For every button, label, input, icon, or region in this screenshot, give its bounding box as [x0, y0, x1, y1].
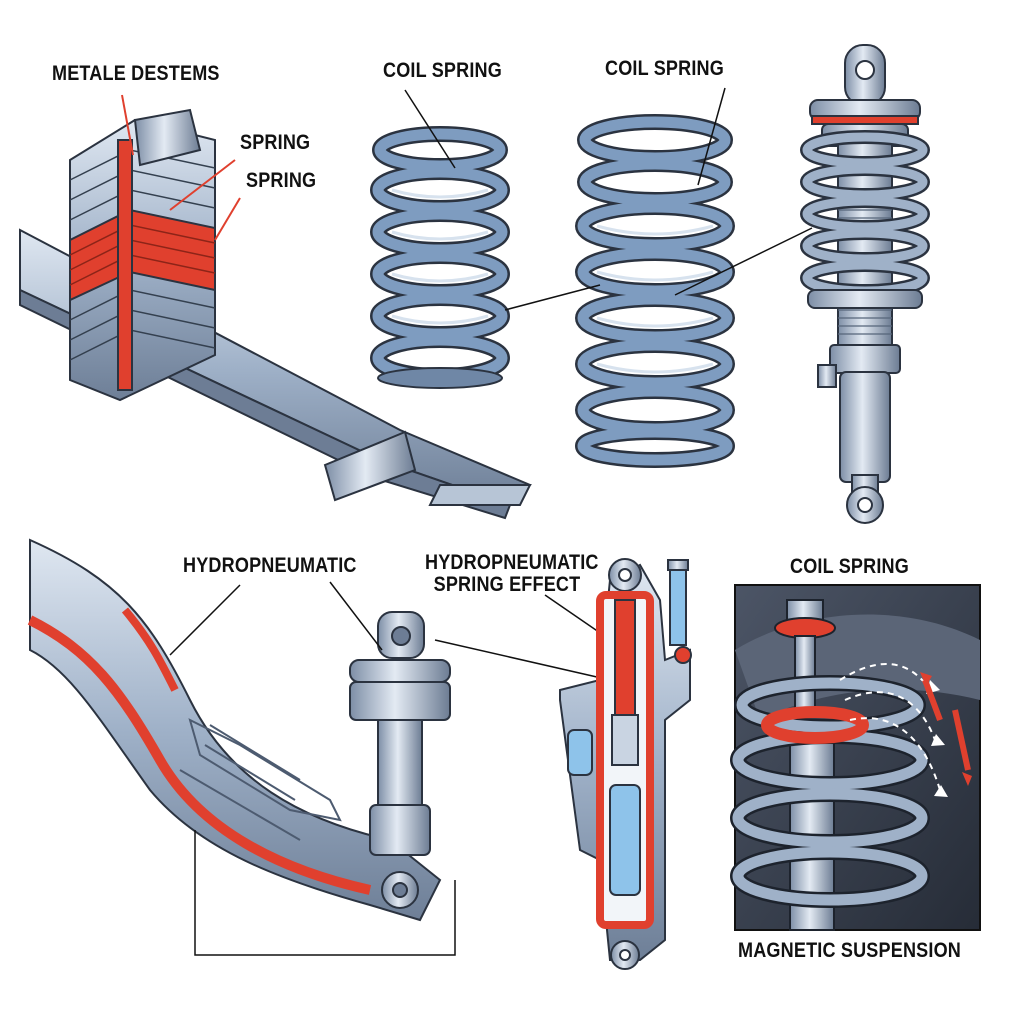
label-spring-2: SPRING — [246, 169, 317, 192]
label-coil-spring-1: COIL SPRING — [383, 59, 502, 82]
magnetic-suspension-panel — [730, 584, 981, 931]
label-spring-1: SPRING — [240, 131, 311, 154]
hydro-label-pointers — [169, 581, 626, 956]
label-coil-spring-2: COIL SPRING — [605, 57, 724, 80]
hydropneumatic-strut — [349, 611, 451, 856]
leaf-spring-stack — [19, 94, 532, 520]
label-coil-spring-3: COIL SPRING — [790, 555, 909, 578]
label-metal-systems: METALE DESTEMS — [52, 62, 220, 85]
hydropneumatic-cutaway — [559, 558, 692, 970]
control-arm — [27, 538, 442, 922]
label-hydropneumatic: HYDROPNEUMATIC — [183, 554, 357, 577]
label-hydro-effect-line2: SPRING EFFECT — [433, 573, 581, 596]
label-hydro-effect-line1: HYDROPNEUMATIC — [425, 551, 599, 574]
coil-spring-2 — [575, 114, 735, 468]
label-magnetic-suspension: MAGNETIC SUSPENSION — [738, 939, 962, 962]
coilover-shock — [800, 44, 930, 524]
coil-label-pointers — [404, 87, 813, 311]
coil-spring-1 — [370, 126, 510, 389]
label-hydropneumatic-spring-effect: HYDROPNEUMATIC SPRING EFFECT — [425, 552, 599, 596]
